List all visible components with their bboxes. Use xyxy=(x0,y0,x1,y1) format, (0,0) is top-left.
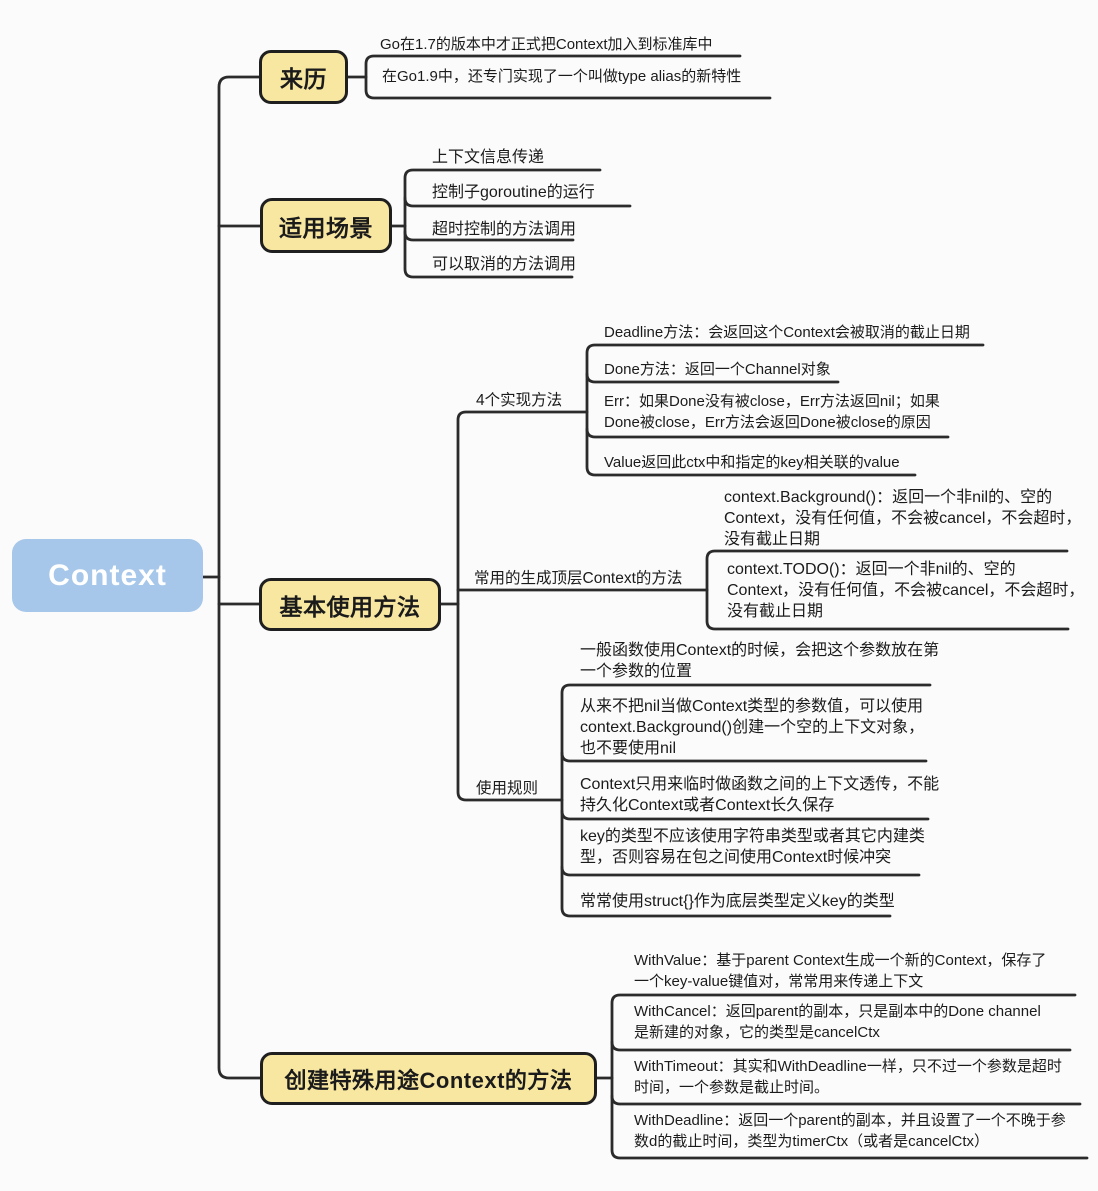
connector-usecases-u3 xyxy=(403,230,575,242)
branch-use-cases[interactable]: 适用场景 xyxy=(260,198,392,253)
connector-methods-u2 xyxy=(585,372,840,384)
branch-special-context-label: 创建特殊用途Context的方法 xyxy=(284,1067,573,1093)
node-rule-first-param[interactable]: 一般函数使用Context的时候，会把这个参数放在第 一个参数的位置 xyxy=(580,642,940,680)
root-label: Context xyxy=(48,558,167,592)
node-rule-key-type[interactable]: key的类型不应该使用字符串类型或者其它内建类 型，否则容易在包之间使用Cont… xyxy=(580,828,925,866)
node-cancelable-call[interactable]: 可以取消的方法调用 xyxy=(432,256,577,273)
connector-usecases-spine xyxy=(403,168,602,279)
node-with-timeout[interactable]: WithTimeout：其实和WithDeadline一样，只不过一个参数是超时… xyxy=(634,1058,1062,1096)
connector-special-spine xyxy=(610,993,1089,1160)
node-control-goroutine[interactable]: 控制子goroutine的运行 xyxy=(432,184,595,201)
node-timeout-call[interactable]: 超时控制的方法调用 xyxy=(432,221,577,238)
branch-use-cases-label: 适用场景 xyxy=(279,214,373,241)
node-go-1-7-stdlib[interactable]: Go在1.7的版本中才正式把Context加入到标准库中 xyxy=(380,36,713,53)
node-deadline-method[interactable]: Deadline方法：会返回这个Context会被取消的截止日期 xyxy=(604,324,970,341)
connector-origin-spine xyxy=(364,54,772,100)
node-with-deadline[interactable]: WithDeadline：返回一个parent的副本，并且设置了一个不晚于参 数… xyxy=(634,1112,1066,1150)
node-context-todo[interactable]: context.TODO()：返回一个非nil的、空的 Context，没有任何… xyxy=(727,561,1085,620)
connector-methods-spine xyxy=(585,343,985,477)
connector-usecases-u2 xyxy=(403,196,632,208)
node-go-1-9-type-alias[interactable]: 在Go1.9中，还专门实现了一个叫做type alias的新特性 xyxy=(382,68,742,85)
connector-toplevel-spine xyxy=(705,549,1070,631)
node-value-method[interactable]: Value返回此ctx中和指定的key相关联的value xyxy=(604,454,900,471)
node-err-method[interactable]: Err：如果Done没有被close，Err方法返回nil；如果 Done被cl… xyxy=(604,393,940,431)
connector-rules-u3 xyxy=(560,809,930,821)
group-four-methods-label[interactable]: 4个实现方法 xyxy=(476,392,563,409)
connector-special-u3 xyxy=(610,1094,1082,1106)
branch-origin-label: 来历 xyxy=(280,66,327,92)
connector-rules-u2 xyxy=(560,751,928,763)
group-toplevel-context-label[interactable]: 常用的生成顶层Context的方法 xyxy=(474,570,683,587)
node-done-method[interactable]: Done方法：返回一个Channel对象 xyxy=(604,361,831,378)
group-usage-rules-label[interactable]: 使用规则 xyxy=(476,780,539,797)
branch-basic-usage-label: 基本使用方法 xyxy=(279,593,421,620)
connector-methods-u3 xyxy=(585,427,950,439)
node-rule-no-persist[interactable]: Context只用来临时做函数之间的上下文透传，不能 持久化Context或者C… xyxy=(580,776,940,814)
connector-special-u2 xyxy=(610,1040,1072,1052)
node-rule-struct-key[interactable]: 常常使用struct{}作为底层类型定义key的类型 xyxy=(580,893,895,910)
node-context-info-passing[interactable]: 上下文信息传递 xyxy=(432,149,545,166)
branch-origin[interactable]: 来历 xyxy=(259,50,348,104)
node-rule-no-nil[interactable]: 从来不把nil当做Context类型的参数值，可以使用 context.Back… xyxy=(580,698,925,757)
connector-rules-spine xyxy=(560,683,932,918)
branch-special-context[interactable]: 创建特殊用途Context的方法 xyxy=(260,1052,597,1105)
branch-basic-usage[interactable]: 基本使用方法 xyxy=(259,578,441,631)
connector-rules-u4 xyxy=(560,865,921,877)
node-with-cancel[interactable]: WithCancel：返回parent的副本，只是副本中的Done channe… xyxy=(634,1003,1041,1041)
connector-basic-spine xyxy=(456,410,589,802)
node-with-value[interactable]: WithValue：基于parent Context生成一个新的Context，… xyxy=(634,952,1047,990)
root-node-context[interactable]: Context xyxy=(12,539,203,612)
node-context-background[interactable]: context.Background()：返回一个非nil的、空的 Contex… xyxy=(724,489,1082,548)
